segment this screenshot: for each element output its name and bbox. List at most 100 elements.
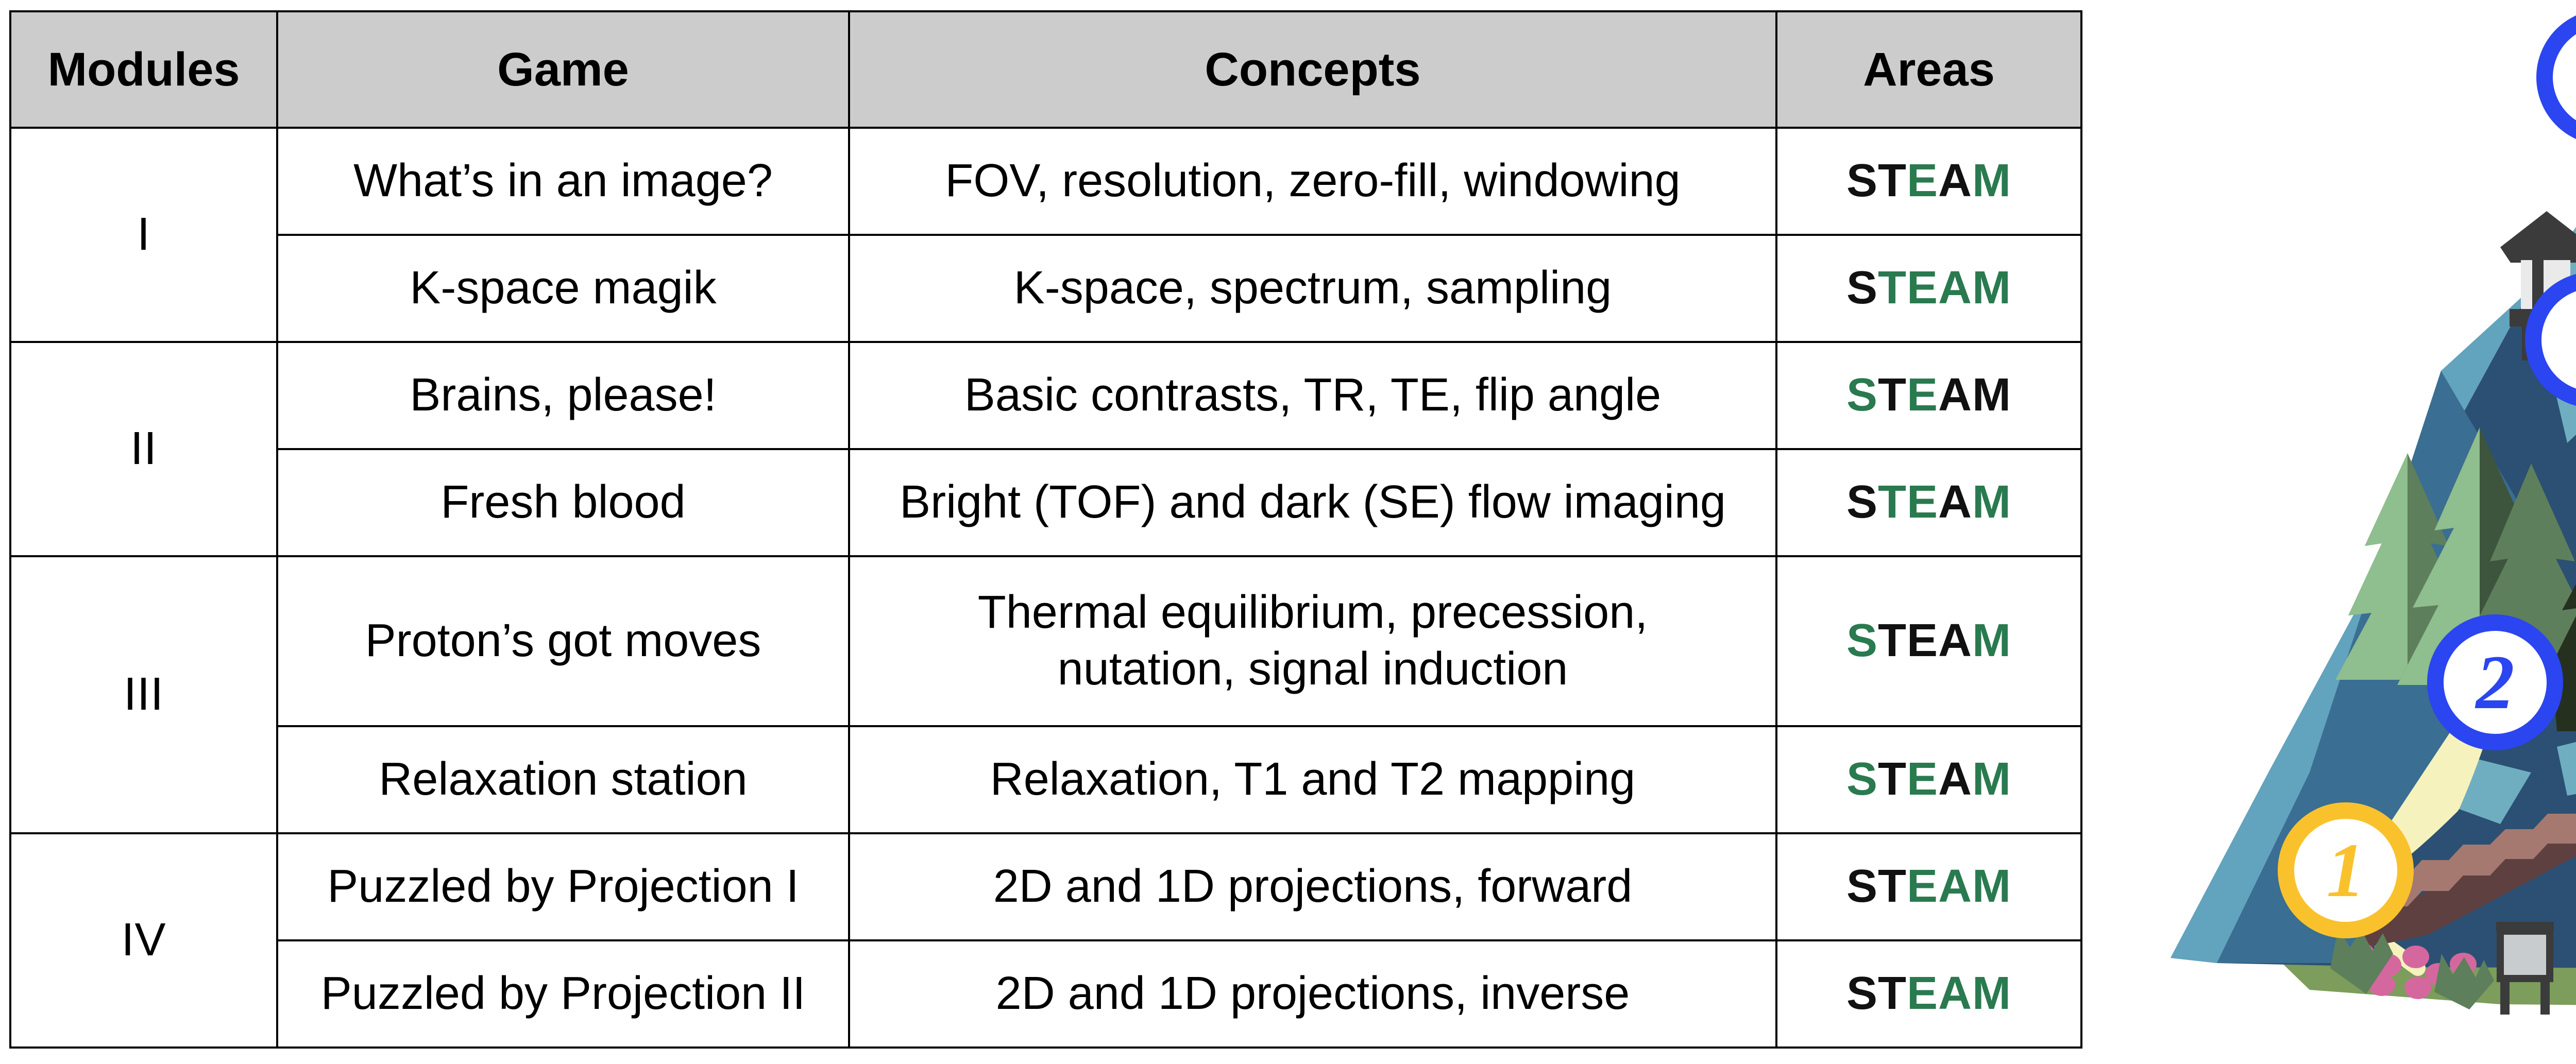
concepts-line: 2D and 1D projections, inverse bbox=[995, 968, 1630, 1020]
concepts-line: FOV, resolution, zero-fill, windowing bbox=[945, 155, 1681, 207]
steam-letter-e: E bbox=[1907, 753, 1939, 805]
steam-letters: STEAM bbox=[1846, 861, 2011, 912]
steam-letter-s: S bbox=[1846, 369, 1878, 421]
steam-letter-a: A bbox=[1938, 369, 1973, 421]
concepts-cell: FOV, resolution, zero-fill, windowing bbox=[848, 127, 1777, 236]
steam-letter-m: M bbox=[1972, 476, 2012, 528]
steam-letter-e: E bbox=[1907, 968, 1939, 1020]
steam-letters: STEAM bbox=[1846, 476, 2011, 528]
module-label: IV bbox=[9, 832, 278, 1049]
steam-badge: STEAM bbox=[1775, 725, 2082, 834]
column-header-game: Game bbox=[276, 10, 850, 129]
mountain-svg: 1 2 3 4 5 bbox=[2171, 9, 2576, 1015]
concepts-cell: Thermal equilibrium, precession, nutatio… bbox=[848, 555, 1777, 727]
stone-stairs-highlight bbox=[2366, 813, 2576, 922]
modules-table-wrap: Modules Game Concepts Areas I What’s in … bbox=[9, 10, 2082, 1049]
steam-letter-t: T bbox=[1878, 615, 1907, 667]
table-header: Modules Game Concepts Areas bbox=[9, 10, 2082, 129]
steam-letter-s: S bbox=[1846, 968, 1878, 1020]
signpost bbox=[2496, 922, 2554, 1015]
steam-letter-a: A bbox=[1938, 753, 1973, 805]
steam-badge: STEAM bbox=[1775, 832, 2082, 941]
waypoint-badge-8[interactable]: 8 bbox=[2536, 9, 2576, 145]
steam-letter-e: E bbox=[1907, 369, 1939, 421]
steam-letter-m: M bbox=[1972, 753, 2012, 805]
module-label: II bbox=[9, 341, 278, 557]
concepts-cell: 2D and 1D projections, inverse bbox=[848, 939, 1777, 1049]
column-header-concepts: Concepts bbox=[848, 10, 1777, 129]
steam-letters: STEAM bbox=[1846, 615, 2011, 666]
concepts-line: Bright (TOF) and dark (SE) flow imaging bbox=[900, 476, 1726, 528]
steam-letter-s: S bbox=[1846, 155, 1878, 207]
pine-tree-highlight bbox=[2397, 427, 2480, 685]
waypoint-badge-6[interactable]: 6 bbox=[2525, 272, 2576, 408]
concepts-line: Basic contrasts, TR, TE, flip angle bbox=[964, 369, 1662, 421]
steam-letter-a: A bbox=[1938, 476, 1973, 528]
concepts-cell: K-space, spectrum, sampling bbox=[848, 234, 1777, 343]
concepts-cell: Bright (TOF) and dark (SE) flow imaging bbox=[848, 448, 1777, 557]
waypoint-label: 6 bbox=[2574, 297, 2576, 383]
steam-letters: STEAM bbox=[1846, 968, 2011, 1019]
column-header-modules: Modules bbox=[9, 10, 278, 129]
waypoint-label: 2 bbox=[2475, 640, 2515, 725]
table-body: I What’s in an image? FOV, resolution, z… bbox=[9, 127, 2082, 1049]
mountain-progress-map: 1 2 3 4 5 bbox=[2140, 0, 2576, 1064]
steam-badge: STEAM bbox=[1775, 555, 2082, 727]
steam-letter-s: S bbox=[1846, 262, 1878, 314]
table-header-row: Modules Game Concepts Areas bbox=[9, 10, 2082, 129]
game-name: K-space magik bbox=[276, 234, 850, 343]
steam-badge: STEAM bbox=[1775, 448, 2082, 557]
game-name: Fresh blood bbox=[276, 448, 850, 557]
steam-letter-a: A bbox=[1938, 968, 1973, 1020]
table-row: IV Puzzled by Projection I 2D and 1D pro… bbox=[9, 832, 2082, 1049]
steam-letters: STEAM bbox=[1846, 155, 2011, 207]
steam-letter-a: A bbox=[1938, 262, 1973, 314]
column-header-areas: Areas bbox=[1775, 10, 2082, 129]
steam-letter-t: T bbox=[1878, 476, 1907, 528]
steam-letter-t: T bbox=[1878, 155, 1907, 207]
concepts-line: K-space, spectrum, sampling bbox=[1013, 262, 1612, 314]
waypoint-badge-1[interactable]: 1 bbox=[2278, 802, 2414, 938]
steam-letter-e: E bbox=[1907, 262, 1939, 314]
steam-letter-t: T bbox=[1878, 968, 1907, 1020]
steam-letter-s: S bbox=[1846, 861, 1878, 913]
concepts-line: nutation, signal induction bbox=[1057, 643, 1568, 695]
grass-tuft bbox=[2330, 927, 2393, 994]
game-name: Proton’s got moves bbox=[276, 555, 850, 727]
hut-roof bbox=[2500, 211, 2576, 263]
steam-letter-m: M bbox=[1972, 262, 2012, 314]
concepts-cell: Basic contrasts, TR, TE, flip angle bbox=[848, 341, 1777, 450]
game-name: Brains, please! bbox=[276, 341, 850, 450]
table-row: II Brains, please! Basic contrasts, TR, … bbox=[9, 341, 2082, 557]
waypoint-badge-2[interactable]: 2 bbox=[2427, 614, 2563, 750]
steam-letter-t: T bbox=[1878, 369, 1907, 421]
modules-table: Modules Game Concepts Areas I What’s in … bbox=[9, 10, 2082, 1049]
steam-letter-t: T bbox=[1878, 753, 1907, 805]
steam-badge: STEAM bbox=[1775, 341, 2082, 450]
concepts-cell: Relaxation, T1 and T2 mapping bbox=[848, 725, 1777, 834]
table-row: K-space magik K-space, spectrum, samplin… bbox=[10, 234, 2082, 343]
game-name: Relaxation station bbox=[276, 725, 850, 834]
mountain-left-flank bbox=[2171, 288, 2531, 963]
steam-letter-a: A bbox=[1938, 861, 1973, 913]
steam-badge: STEAM bbox=[1775, 939, 2082, 1049]
concepts-line: Relaxation, T1 and T2 mapping bbox=[990, 753, 1636, 805]
steam-letter-a: A bbox=[1938, 615, 1973, 667]
table-row: Puzzled by Projection II 2D and 1D proje… bbox=[10, 939, 2082, 1049]
game-name: What’s in an image? bbox=[276, 127, 850, 236]
steam-letters: STEAM bbox=[1846, 753, 2011, 805]
table-row: Fresh blood Bright (TOF) and dark (SE) f… bbox=[10, 448, 2082, 557]
steam-letter-e: E bbox=[1907, 476, 1939, 528]
steam-letters: STEAM bbox=[1846, 369, 2011, 421]
table-row: I What’s in an image? FOV, resolution, z… bbox=[9, 127, 2082, 343]
steam-letter-t: T bbox=[1878, 262, 1907, 314]
grass-tuft bbox=[2434, 954, 2494, 1009]
concepts-cell: 2D and 1D projections, forward bbox=[848, 832, 1777, 941]
steam-letter-t: T bbox=[1878, 861, 1907, 913]
steam-letter-e: E bbox=[1907, 155, 1939, 207]
game-name: Puzzled by Projection I bbox=[276, 832, 850, 941]
steam-letter-e: E bbox=[1907, 615, 1939, 667]
pine-tree-highlight bbox=[2335, 453, 2408, 680]
steam-badge: STEAM bbox=[1775, 234, 2082, 343]
